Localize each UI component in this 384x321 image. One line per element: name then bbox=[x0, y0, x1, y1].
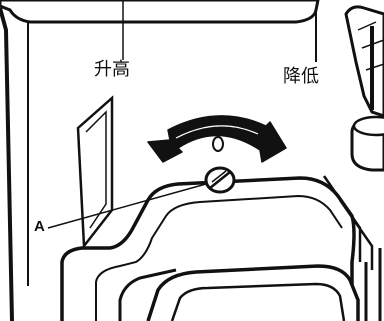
main-body-inner-edge bbox=[95, 194, 343, 321]
base-tray-front bbox=[146, 264, 360, 321]
screw-slot-2 bbox=[211, 170, 227, 183]
base-tray-inner bbox=[170, 282, 346, 321]
top-housing bbox=[0, 0, 320, 24]
left-slot-plate-inner bbox=[85, 110, 107, 229]
rotation-arrow bbox=[147, 115, 287, 163]
right-housing bbox=[344, 5, 384, 118]
left-frame bbox=[0, 7, 14, 321]
right-cylinder-top bbox=[352, 115, 384, 137]
raise-label: 升高 bbox=[94, 59, 130, 80]
callout-a-label: A bbox=[34, 218, 45, 235]
rotation-arrow-highlight bbox=[175, 125, 259, 139]
base-right-post bbox=[364, 248, 382, 321]
base-tray-left bbox=[118, 268, 177, 321]
lower-label: 降低 bbox=[283, 66, 319, 87]
screw-slot bbox=[209, 171, 231, 189]
left-slot-plate bbox=[76, 95, 114, 250]
callout-leader-line bbox=[47, 183, 207, 229]
rotation-center-marker bbox=[212, 136, 224, 152]
main-body-step bbox=[322, 175, 374, 270]
